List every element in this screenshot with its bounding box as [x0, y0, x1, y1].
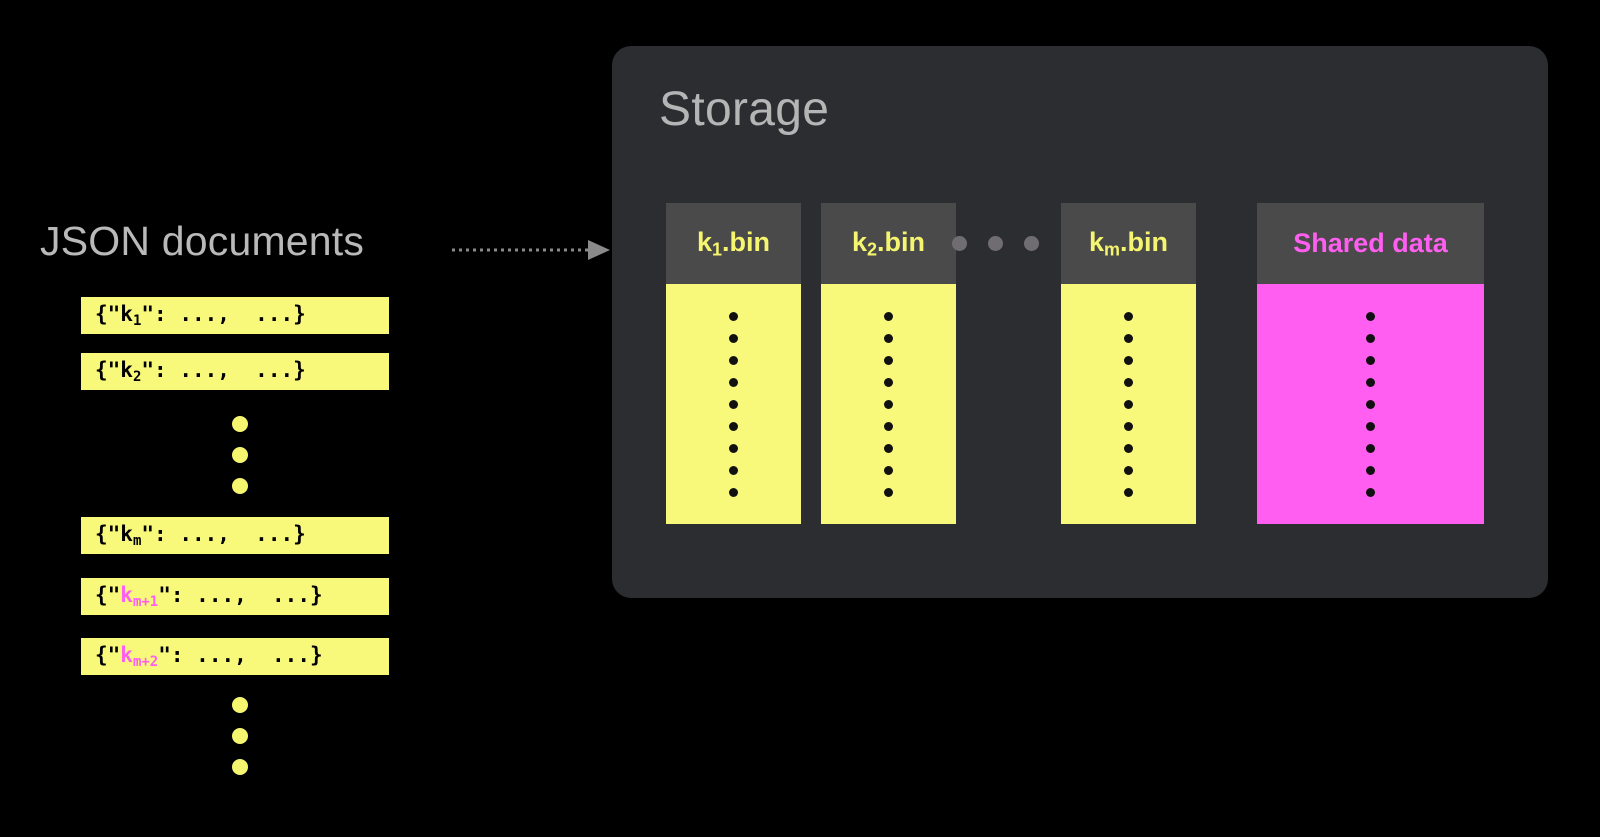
- ellipsis-dot: [952, 236, 967, 251]
- storage-bin-header: k2.bin: [821, 203, 956, 284]
- bin-dot: [1366, 311, 1375, 321]
- storage-panel: Storage k1.bin k2.bin: [612, 46, 1548, 598]
- flow-arrow-icon: [452, 240, 610, 260]
- json-documents-ellipsis: [232, 416, 250, 494]
- json-document-text: {"km+2": ..., ...}: [95, 642, 323, 670]
- bin-dot: [1366, 377, 1375, 387]
- json-document-box: {"k1": ..., ...}: [81, 297, 389, 334]
- storage-title: Storage: [659, 83, 830, 136]
- ellipsis-dot: [988, 236, 1003, 251]
- bin-dot: [1124, 421, 1133, 431]
- bin-dot: [1124, 311, 1133, 321]
- ellipsis-dot: [232, 478, 248, 494]
- storage-bin-body: [1061, 284, 1196, 524]
- ellipsis-dot: [232, 759, 248, 775]
- storage-bin-body: [1257, 284, 1484, 524]
- bin-dot: [1366, 443, 1375, 453]
- storage-bin[interactable]: km.bin: [1061, 203, 1196, 524]
- bin-dot: [1366, 355, 1375, 365]
- bin-dot: [729, 377, 738, 387]
- json-document-box-shared: {"km+1": ..., ...}: [81, 578, 389, 615]
- bin-dot: [1124, 465, 1133, 475]
- bin-dot: [884, 421, 893, 431]
- storage-bin-label: k2.bin: [851, 226, 926, 260]
- bin-dot: [1124, 443, 1133, 453]
- storage-bin-header: km.bin: [1061, 203, 1196, 284]
- bin-dot: [1366, 421, 1375, 431]
- bin-dot: [1124, 377, 1133, 387]
- json-document-text: {"k2": ..., ...}: [95, 357, 306, 385]
- bin-dot: [1124, 355, 1133, 365]
- bin-dot: [884, 311, 893, 321]
- ellipsis-dot: [232, 447, 248, 463]
- json-document-box-shared: {"km+2": ..., ...}: [81, 638, 389, 675]
- storage-bins-ellipsis: [952, 236, 1039, 251]
- json-document-text: {"km": ..., ...}: [95, 521, 306, 549]
- bin-dot: [729, 443, 738, 453]
- storage-bin-label: km.bin: [1088, 226, 1169, 260]
- bin-dot: [1366, 487, 1375, 497]
- json-document-box: {"k2": ..., ...}: [81, 353, 389, 390]
- bin-dot: [729, 333, 738, 343]
- ellipsis-dot: [232, 416, 248, 432]
- json-document-text: {"km+1": ..., ...}: [95, 582, 323, 610]
- bin-dot: [1366, 399, 1375, 409]
- ellipsis-dot: [232, 697, 248, 713]
- bin-dot: [729, 399, 738, 409]
- ellipsis-dot: [232, 728, 248, 744]
- bin-dot: [729, 465, 738, 475]
- json-document-box: {"km": ..., ...}: [81, 517, 389, 554]
- storage-bin-label: Shared data: [1293, 228, 1448, 258]
- bin-dot: [1124, 399, 1133, 409]
- bin-dot: [1124, 333, 1133, 343]
- storage-bin-shared-data[interactable]: Shared data: [1257, 203, 1484, 524]
- bin-dot: [884, 487, 893, 497]
- bin-dot: [729, 355, 738, 365]
- bin-dot: [884, 377, 893, 387]
- bin-dot: [729, 421, 738, 431]
- storage-bin-label: k1.bin: [696, 226, 771, 260]
- bin-dot: [1366, 333, 1375, 343]
- bin-dot: [884, 355, 893, 365]
- storage-bin-header: k1.bin: [666, 203, 801, 284]
- json-documents-title: JSON documents: [40, 218, 365, 264]
- ellipsis-dot: [1024, 236, 1039, 251]
- bin-dot: [1366, 465, 1375, 475]
- bin-dot: [884, 465, 893, 475]
- storage-bin-body: [666, 284, 801, 524]
- bin-dot: [1124, 487, 1133, 497]
- json-documents-section: JSON documents {"k1": ..., ...} {"k2": .…: [0, 0, 600, 837]
- arrow-head-icon: [588, 240, 610, 260]
- storage-bin-header: Shared data: [1257, 203, 1484, 284]
- bin-dot: [729, 311, 738, 321]
- json-documents-ellipsis: [232, 697, 250, 775]
- bin-dot: [884, 443, 893, 453]
- storage-bin[interactable]: k2.bin: [821, 203, 956, 524]
- storage-bin[interactable]: k1.bin: [666, 203, 801, 524]
- storage-bin-body: [821, 284, 956, 524]
- bin-dot: [884, 333, 893, 343]
- bin-dot: [729, 487, 738, 497]
- bin-dot: [884, 399, 893, 409]
- json-document-text: {"k1": ..., ...}: [95, 301, 306, 329]
